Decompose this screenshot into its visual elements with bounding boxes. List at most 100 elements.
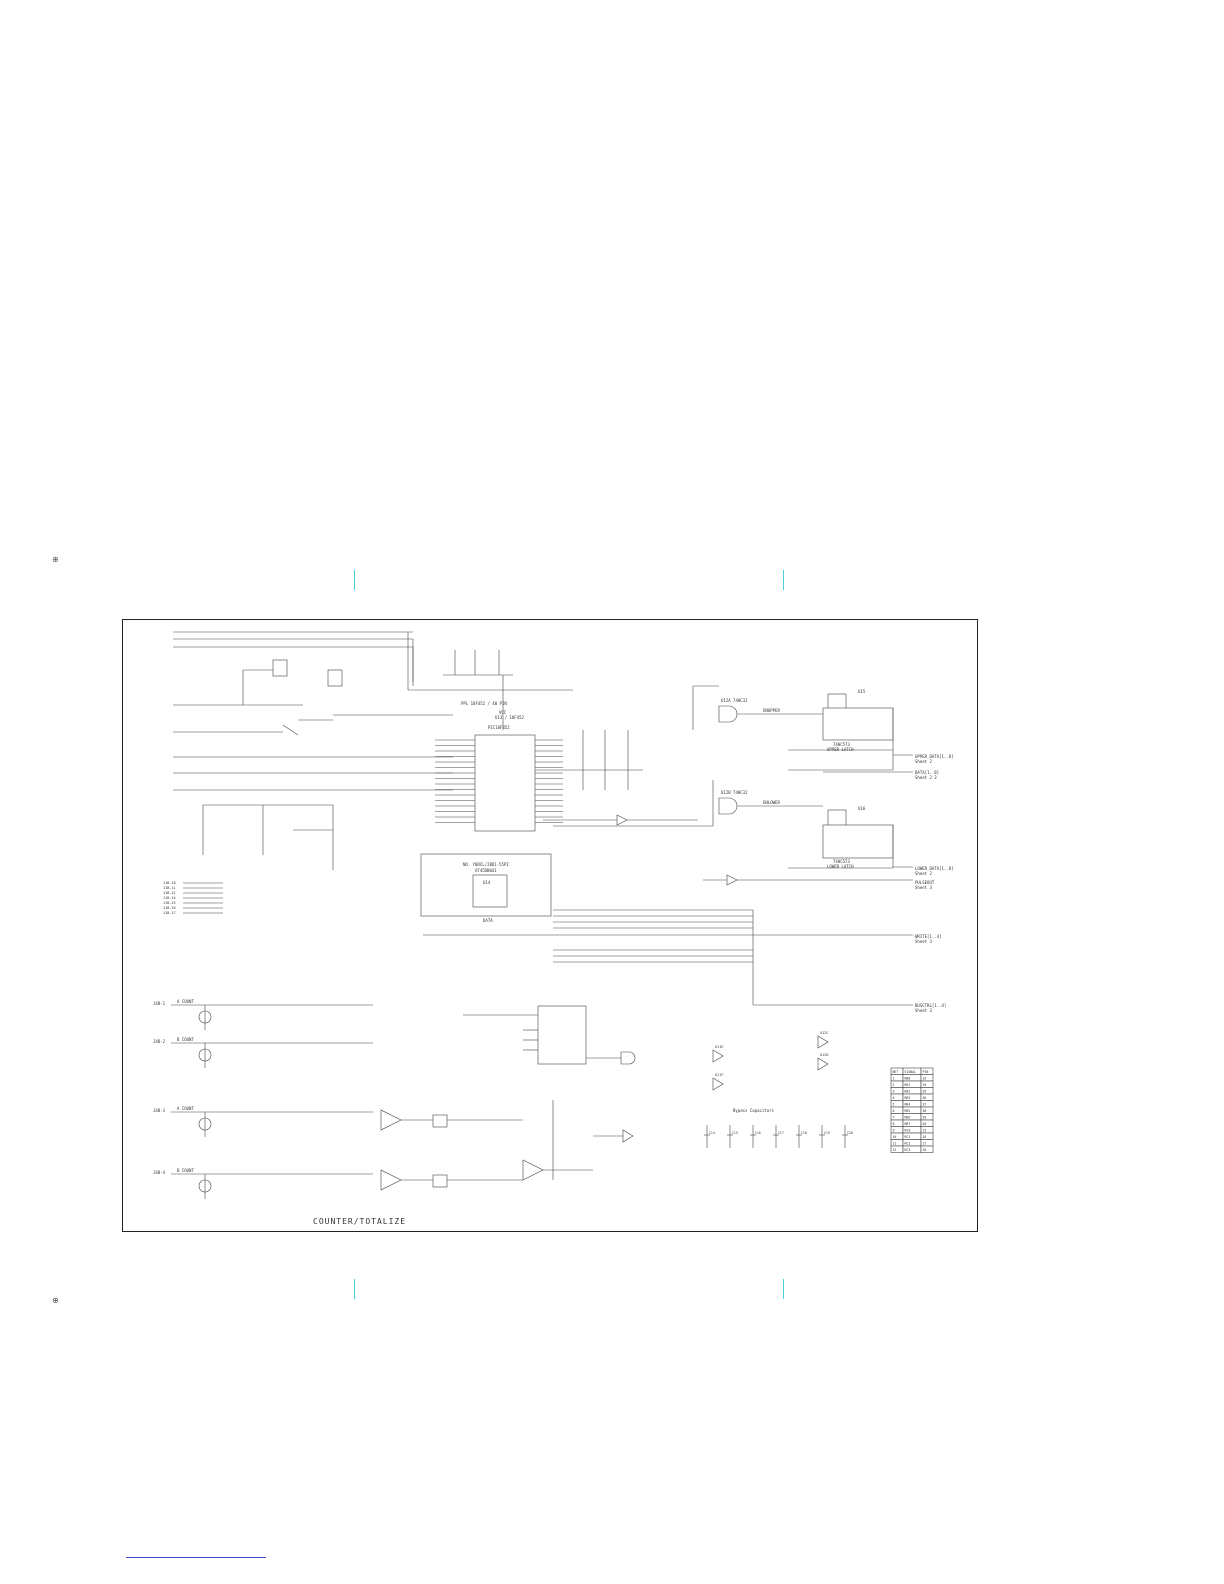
pin-table-text: 40 [923,1122,927,1126]
sheetref-upper-sheet: Sheet 2 [915,759,932,764]
bypass-cap-label: C16 [755,1131,761,1135]
spare-gate [817,1035,829,1049]
clock-reset-section [173,659,453,791]
pin-table-text: RC1 [905,1135,911,1139]
spare-gate [712,1049,724,1063]
sheetref-pulse-sheet: Sheet 3 [915,885,932,890]
schematic-sheet: PPL 18F452 / 40 PIN U13 / 18F452 PIC18F4… [122,619,978,1232]
gate-lower-label: U12B 74HC32 [721,790,748,795]
pin-table-text: RB4 [905,1102,911,1106]
net-enupper: ENUPPER [763,708,780,713]
bus-wiring [423,909,913,1006]
pin-table-text: RB3 [905,1096,911,1100]
inverter-mid [543,814,698,826]
sheetref-write-net: WRITE[1..4] [915,934,942,939]
flash-label-2: AT45DB041 [475,868,497,873]
channel-name: A COUNT [177,999,194,1004]
channel-name: A COUNT [177,1106,194,1111]
latch-lower: U12B 74HC32 ENLOWER U16 74HC573 LOWER LA… [553,780,894,869]
sheet-refs: UPPER_DATA[1..8] Sheet 2 DATA[1..8] Shee… [703,754,954,1013]
pin-table-text: 4 [893,1096,895,1100]
latch-lower-desc: LOWER LATCH [827,864,854,869]
bypass-cap-label: C18 [801,1131,807,1135]
pin-table-text: RB1 [905,1083,911,1087]
gate-upper-label: U12A 74HC32 [721,698,748,703]
latch-upper-type: 74HC573 [833,742,850,747]
pin-table-text: 38 [923,1109,927,1113]
pullup-resistors [443,650,513,730]
pin-table-text: RC3 [905,1148,911,1152]
latch-upper: U12A 74HC32 ENUPPER U15 74HC573 UPPER LA… [692,685,894,771]
schematic-title: COUNTER/TOTALIZE [313,1217,406,1226]
bypass-cap-label: C17 [778,1131,784,1135]
pin-table-text: RC2 [905,1141,911,1145]
pin-table-text: 39 [923,1115,927,1119]
sheetref-data-net: DATA[1..8] [915,770,939,775]
pin-table-text: 17 [923,1141,927,1145]
connector-label: J1B-16 [163,906,176,910]
pin-table-text: SIGNAL [905,1070,917,1074]
comparators [380,1100,634,1191]
crop-mark [783,570,784,590]
left-connectors: J1B-10J1B-11J1B-12J1B-14J1B-15J1B-16J1B-… [163,804,334,915]
footer-link-line [126,1557,266,1558]
pin-table-text: RB5 [905,1109,911,1113]
pin-table-text: 7 [893,1115,895,1119]
spare-gate-label: U12D [820,1053,828,1057]
latch-lower-ref: U16 [858,806,866,811]
sheetref-upper-net: UPPER_DATA[1..8] [915,754,954,759]
mcu-body [474,734,536,832]
pin-table-cell [920,1145,934,1153]
pin-table-text: 11 [893,1141,897,1145]
bypass-title: Bypass Capacitors [733,1108,775,1113]
channel-ref: J4B-4 [153,1170,166,1175]
mcu-vcc: VCC [499,710,507,715]
flash-label-3: U14 [483,880,491,885]
latch-upper-ref: U15 [858,689,866,694]
channel-ref: J4B-1 [153,1001,166,1006]
mcu-label-2: U13 / 18F452 [495,715,524,720]
pin-table-text: 12 [893,1148,897,1152]
pin-table-text: RB6 [905,1115,911,1119]
crop-mark [354,1279,355,1299]
pin-table-text: 34 [923,1083,927,1087]
pin-table-text: 8 [893,1122,895,1126]
flash-sub: DATA [483,918,493,923]
pin-table-text: 5 [893,1102,895,1106]
sheetref-write-sheet: Sheet 3 [915,939,932,944]
mcu-right-pullups [535,730,643,790]
pin-table-text: 18 [923,1148,927,1152]
pin-table-text: 35 [923,1089,927,1093]
channel-ref: J4B-2 [153,1039,166,1044]
sheetref-lower-net: LOWER_DATA[1..8] [915,866,954,871]
bypass-cap-label: C14 [709,1131,715,1135]
latch-upper-desc: UPPER LATCH [827,747,854,752]
spare-gate-label: U11E [715,1045,723,1049]
spare-gate-label: U11F [715,1073,723,1077]
pin-table-text: PIN [923,1070,929,1074]
mcu-label-3: PIC18F452 [488,725,510,730]
latch-lower-type: 74HC573 [833,859,850,864]
connector-label: J1B-14 [163,896,176,900]
schematic-drawing: PPL 18F452 / 40 PIN U13 / 18F452 PIC18F4… [153,631,954,1226]
pin-table-text: 16 [923,1135,927,1139]
pin-table-text: 15 [923,1128,927,1132]
pin-table-text: RB0 [905,1076,911,1080]
page-marker-top: ⊕ [52,555,59,564]
net-enlower: ENLOWER [763,800,780,805]
bypass-cap-label: C15 [732,1131,738,1135]
sheetref-data-sheet: Sheet 2 3 [915,775,937,780]
pin-table-text: 1 [893,1076,895,1080]
pin-table-text: 3 [893,1089,895,1093]
sheetref-lower-sheet: Sheet 2 [915,871,932,876]
flash-u14: NO. Y0DCL/28D1-55PI AT45DB041 U14 DATA [420,853,552,923]
connector-label: J1B-10 [163,881,176,885]
pin-table-text: 36 [923,1096,927,1100]
pin-table-text: NET [893,1070,899,1074]
sheetref-busctrl-sheet: Sheet 3 [915,1008,932,1013]
channel-name: B COUNT [177,1168,194,1173]
mcu-label-1: PPL 18F452 / 40 PIN [461,701,507,706]
